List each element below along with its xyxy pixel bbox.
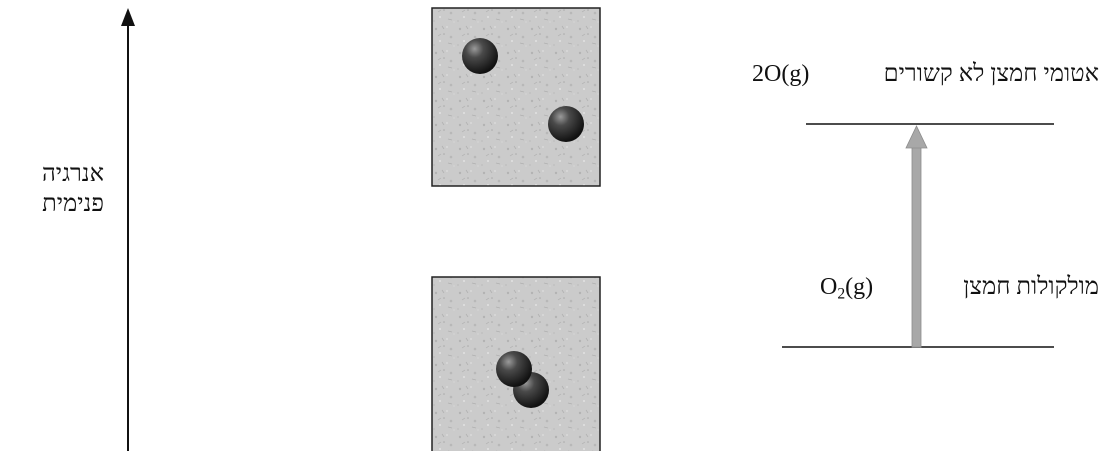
upper-box-background [431, 7, 601, 187]
energy-transition-arrow [905, 125, 928, 348]
lower-level-formula: O2(g) [820, 274, 874, 302]
upper-level-description: אטומי חמצן לא קשורים [883, 61, 1099, 87]
lower-level-description: מולקולות חמצן [963, 274, 1099, 300]
axis-label-line1: אנרגיה [41, 161, 104, 187]
formula-main: O [820, 274, 838, 300]
energy-axis-arrowhead [121, 8, 135, 26]
oxygen-atom-sphere [548, 106, 584, 142]
upper-particle-box [431, 7, 601, 187]
formula-subscript: 2 [837, 285, 846, 303]
formula-state: (g) [845, 274, 874, 300]
upper-level-formula: 2O(g) [752, 61, 810, 87]
energy-axis [121, 8, 135, 451]
transition-arrow-shaft [911, 145, 922, 348]
oxygen-atom-sphere [462, 38, 498, 74]
transition-arrowhead [905, 125, 928, 149]
lower-particle-box [431, 276, 601, 451]
oxygen-molecule-sphere [496, 351, 532, 387]
axis-label-line2: פנימית [42, 191, 104, 217]
